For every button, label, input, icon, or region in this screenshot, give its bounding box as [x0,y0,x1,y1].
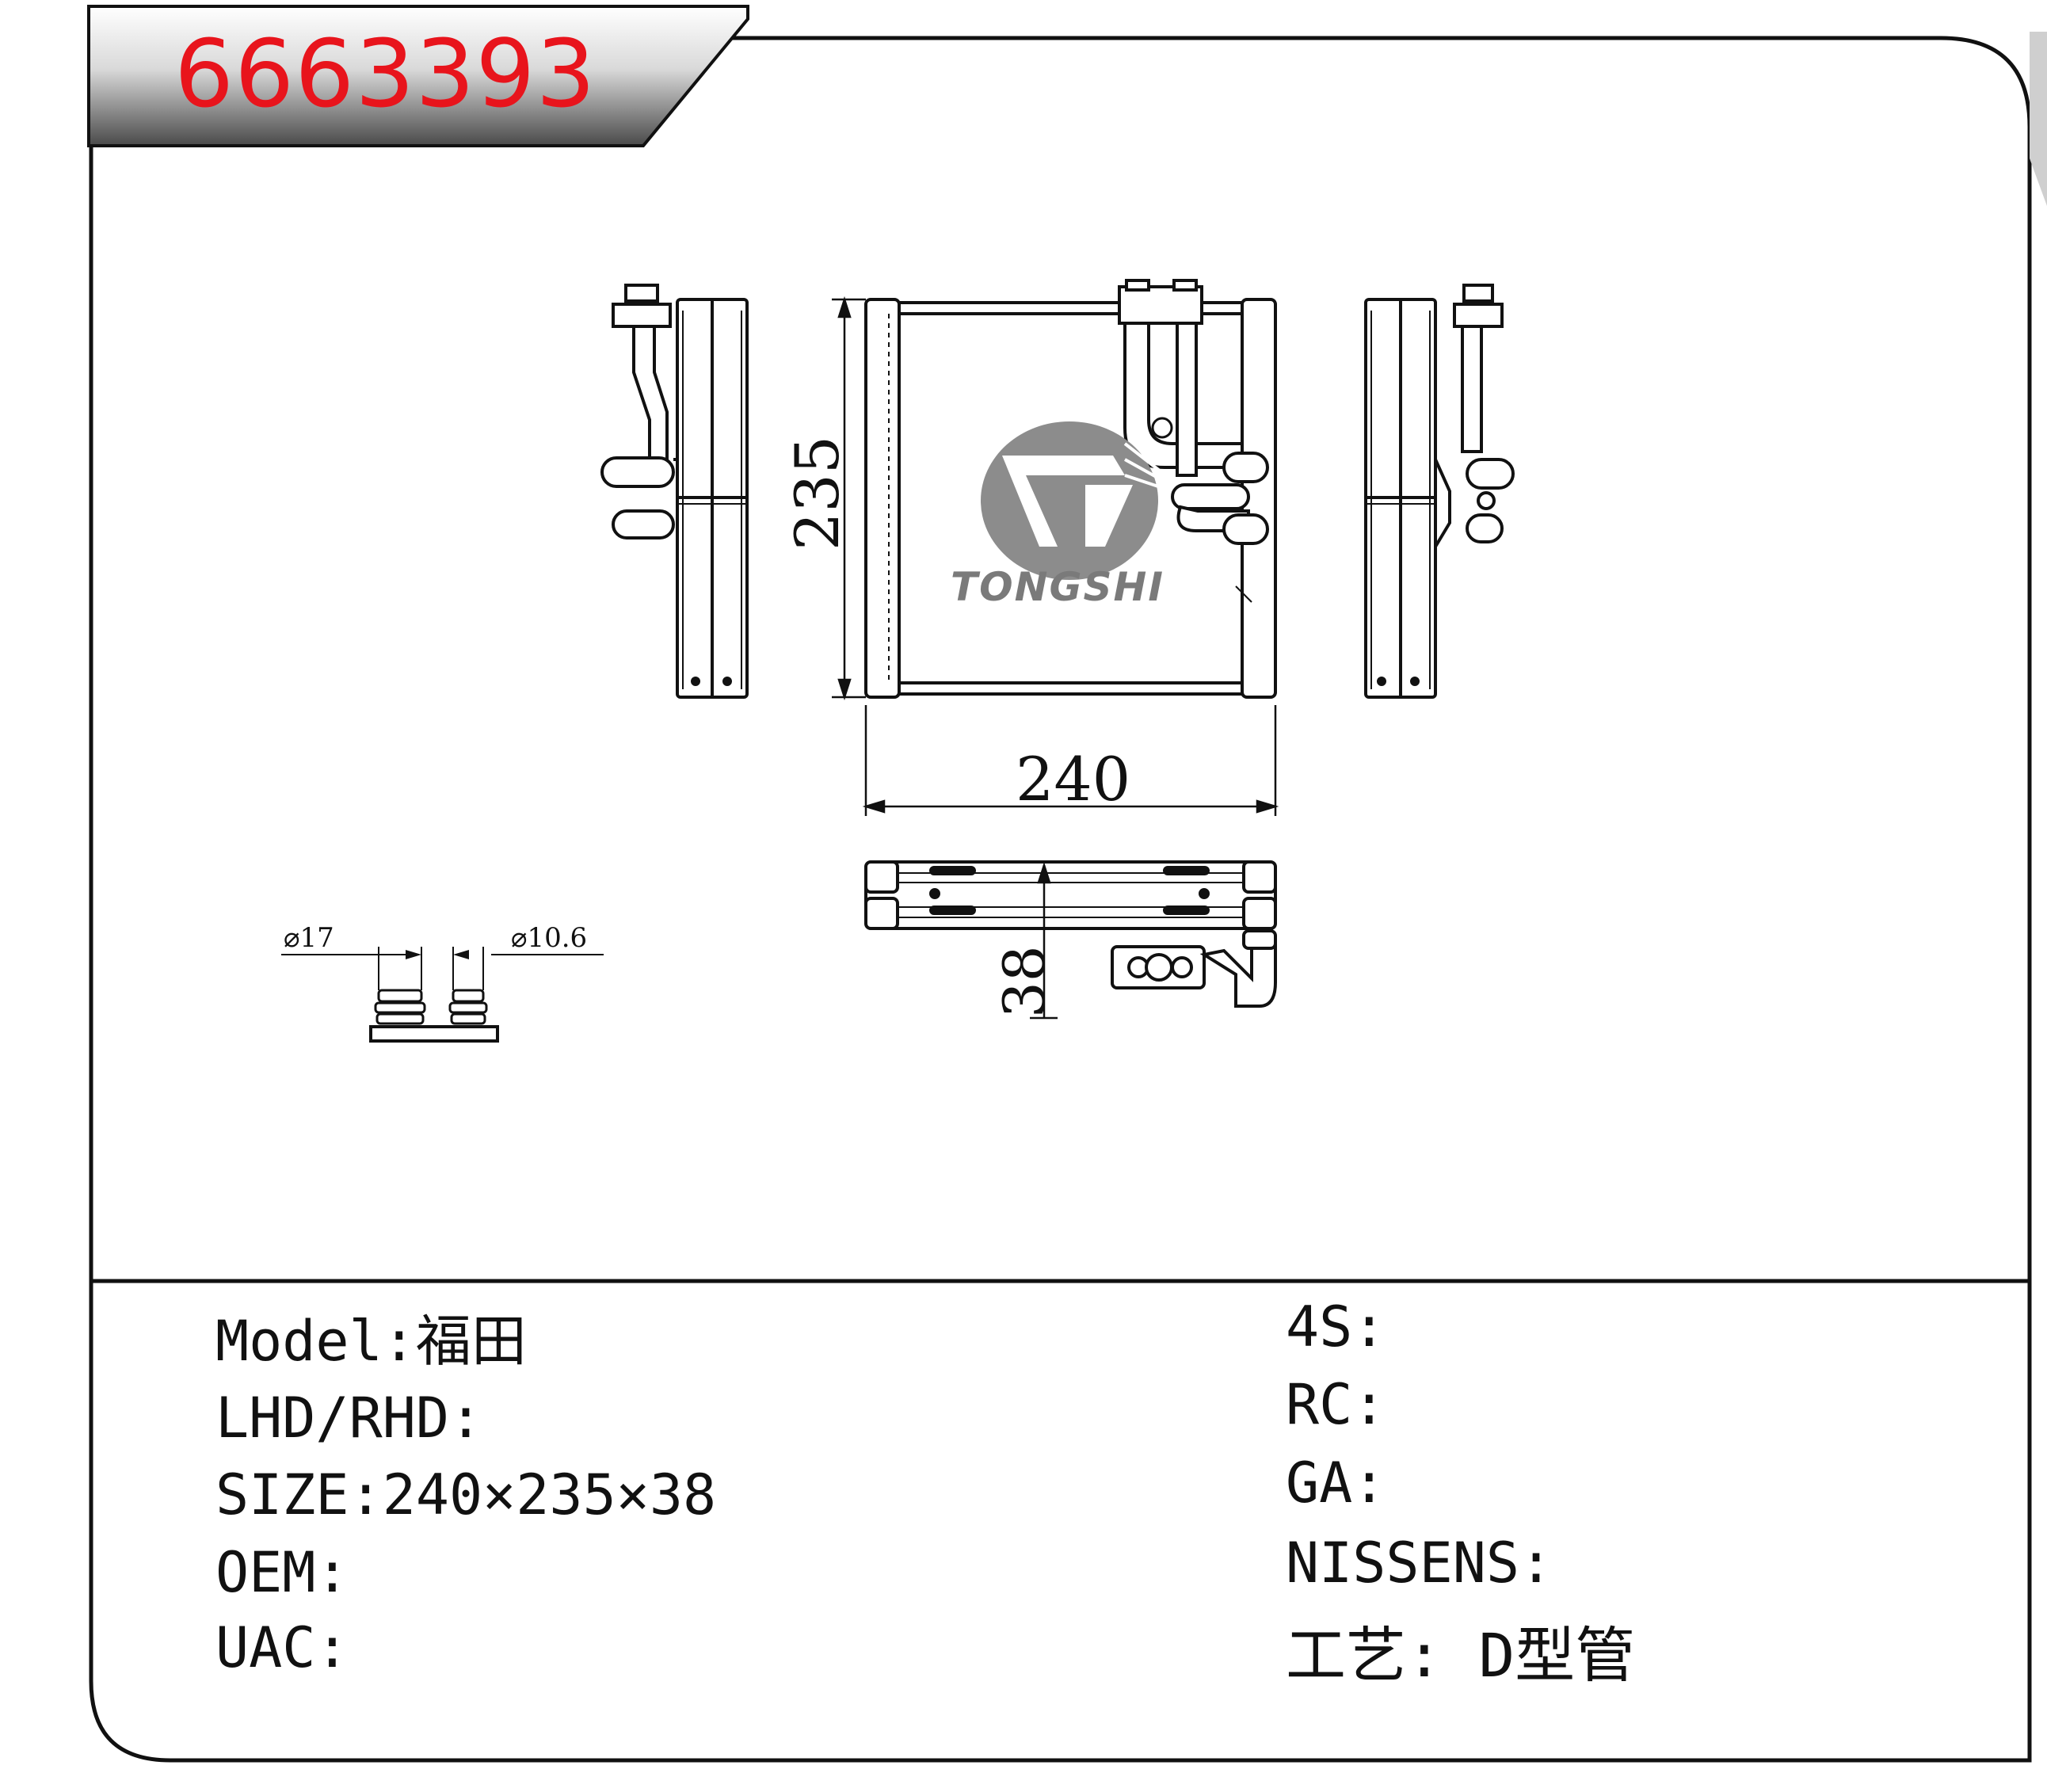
spec-ga: GA: [1286,1451,1386,1516]
pipe-diameter-right: ⌀10.6 [511,922,587,954]
spec-nissens: NISSENS: [1286,1531,1553,1596]
top-view [864,860,1277,1008]
part-number: 6663393 [174,19,597,128]
dimension-height [832,295,866,701]
pipe-fitting-detail [281,947,604,1043]
right-side-view [1364,284,1515,699]
spec-lhd-rhd: LHD/RHD: [215,1386,483,1451]
dimension-depth-label: 38 [991,945,1058,1018]
dimension-height-label: 235 [782,436,852,551]
dimension-depth [1030,861,1058,1020]
dimension-width [862,705,1279,816]
spec-size: SIZE:240×235×38 [215,1462,717,1527]
left-side-view [600,284,749,699]
spec-model: Model:福田 [215,1309,527,1374]
dimension-width-label: 240 [1016,744,1130,814]
spec-rc: RC: [1286,1372,1386,1437]
pipe-diameter-left: ⌀17 [284,922,334,954]
frame-border [89,36,2032,1763]
header-tab [87,5,749,147]
brand-logo-text: TONGSHI [951,564,1165,610]
front-view [864,279,1277,699]
spec-4s: 4S: [1286,1294,1386,1359]
spec-oem: OEM: [215,1540,349,1605]
spec-uac: UAC: [215,1615,349,1680]
logo-icon [981,421,1162,580]
spec-process: 工艺: D型管 [1286,1620,1636,1691]
